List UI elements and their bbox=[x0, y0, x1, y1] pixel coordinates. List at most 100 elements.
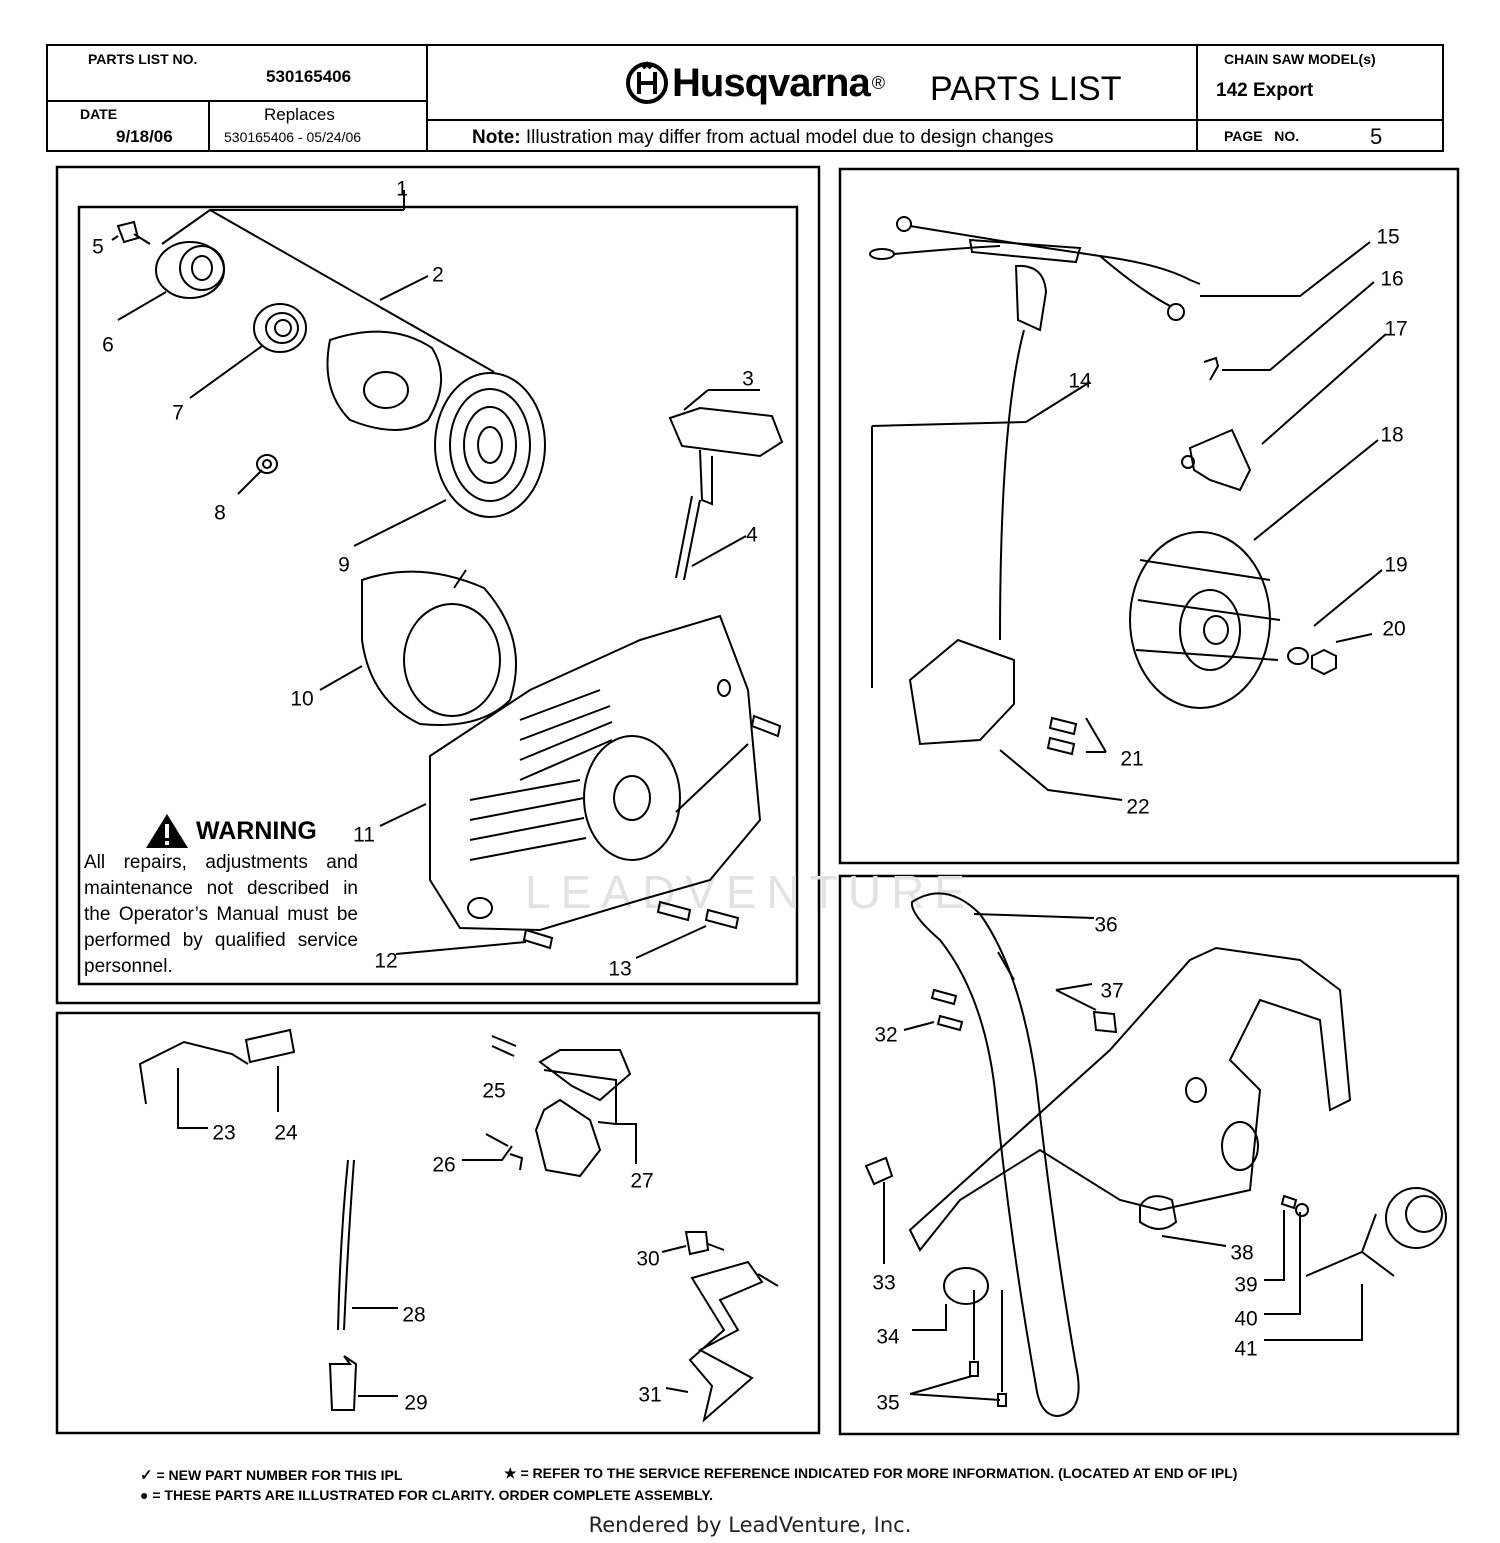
part-14-coil bbox=[908, 264, 1048, 746]
part-32-screws bbox=[930, 988, 964, 1032]
part-30-screw bbox=[684, 1231, 725, 1256]
panel-handle bbox=[838, 874, 1460, 1436]
part-8-washer bbox=[256, 454, 278, 474]
part-9-recoil-spring bbox=[434, 372, 546, 518]
part-17-module bbox=[1181, 428, 1252, 492]
part-11b-screw bbox=[750, 714, 782, 738]
page-number: 5 bbox=[1370, 124, 1383, 149]
callout-8: 8 bbox=[214, 502, 226, 525]
callout-1: 1 bbox=[396, 178, 408, 201]
part-33-buffer bbox=[864, 1156, 894, 1186]
warning-block: WARNING All repairs, adjustments and mai… bbox=[84, 812, 358, 980]
bullet-icon: ● bbox=[140, 1487, 149, 1503]
warning-heading: WARNING bbox=[144, 812, 358, 850]
part-11-starter-housing bbox=[429, 614, 762, 932]
part-38-bumper bbox=[1139, 1195, 1178, 1230]
callout-32: 32 bbox=[874, 1024, 897, 1047]
part-7-spring bbox=[253, 303, 307, 353]
callout-28: 28 bbox=[402, 1304, 425, 1327]
callout-14: 14 bbox=[1068, 370, 1092, 393]
callout-37: 37 bbox=[1100, 980, 1123, 1003]
callout-35: 35 bbox=[876, 1392, 899, 1415]
callout-22: 22 bbox=[1126, 796, 1149, 819]
part-19-washer bbox=[1287, 647, 1309, 665]
part-3-handle bbox=[668, 406, 784, 506]
part-26-clip bbox=[485, 1133, 524, 1171]
callout-33: 33 bbox=[872, 1272, 895, 1295]
panel-ignition bbox=[838, 167, 1460, 865]
replaces-value: 530165406 - 05/24/06 bbox=[224, 129, 362, 145]
callout-5: 5 bbox=[92, 236, 104, 259]
callout-31: 31 bbox=[638, 1384, 661, 1407]
part-18-flywheel bbox=[1129, 531, 1281, 709]
part-41-cap bbox=[1305, 1187, 1447, 1277]
panel-fuel bbox=[55, 1011, 821, 1435]
warning-triangle-icon bbox=[146, 814, 188, 848]
part-23-rod bbox=[138, 1040, 249, 1105]
part-5-screw bbox=[116, 220, 151, 245]
callout-16: 16 bbox=[1380, 268, 1403, 291]
part-12-screw bbox=[522, 928, 554, 950]
callout-40: 40 bbox=[1234, 1308, 1257, 1331]
part-2-cover bbox=[326, 330, 443, 431]
callout-19: 19 bbox=[1384, 554, 1407, 577]
starter-parts bbox=[111, 190, 784, 959]
part-handle-body bbox=[908, 946, 1352, 1252]
callout-27: 27 bbox=[630, 1170, 653, 1193]
note-text: Illustration may differ from actual mode… bbox=[525, 127, 1054, 148]
panel-starter-inner bbox=[77, 205, 799, 986]
callout-38: 38 bbox=[1230, 1242, 1253, 1265]
panel-starter bbox=[55, 165, 821, 1005]
legend-illustrated: ● = THESE PARTS ARE ILLUSTRATED FOR CLAR… bbox=[140, 1487, 714, 1503]
date-label: DATE bbox=[80, 106, 118, 122]
callout-24: 24 bbox=[274, 1122, 298, 1145]
callout-20: 20 bbox=[1382, 618, 1405, 641]
star-icon: ★ bbox=[504, 1465, 517, 1481]
watermark-text: LEADVENTURE bbox=[525, 866, 975, 918]
part-34-mount bbox=[943, 1267, 989, 1305]
callout-9: 9 bbox=[338, 554, 350, 577]
part-13-screws bbox=[656, 900, 740, 930]
warning-text: All repairs, adjustments and maintenance… bbox=[84, 852, 358, 977]
callout-21: 21 bbox=[1120, 748, 1143, 771]
fuel-parts bbox=[138, 1028, 779, 1423]
warning-title: WARNING bbox=[196, 816, 317, 845]
callout-6: 6 bbox=[102, 334, 114, 357]
header-box bbox=[46, 44, 1444, 152]
callout-39: 39 bbox=[1234, 1274, 1257, 1297]
part-10-guide bbox=[361, 570, 517, 726]
brand-logo: Husqvarna ® bbox=[626, 58, 885, 108]
part-25-pin bbox=[491, 1035, 517, 1057]
callout-29: 29 bbox=[404, 1392, 427, 1415]
callout-12: 12 bbox=[374, 950, 397, 973]
part-36-front-handle bbox=[910, 892, 1080, 1418]
callout-18: 18 bbox=[1380, 424, 1403, 447]
callout-11: 11 bbox=[353, 824, 375, 847]
callout-41: 41 bbox=[1234, 1338, 1257, 1361]
callout-15: 15 bbox=[1376, 226, 1399, 249]
part-6-pulley bbox=[155, 241, 225, 299]
part-15-wire bbox=[869, 216, 1201, 321]
callout-7: 7 bbox=[172, 402, 184, 425]
model-value: 142 Export bbox=[1216, 80, 1314, 101]
part-37-damper bbox=[1092, 1010, 1118, 1034]
callout-4: 4 bbox=[746, 524, 758, 547]
part-4-rope bbox=[675, 495, 701, 581]
handle-parts bbox=[864, 892, 1447, 1418]
design-note: Note: Illustration may differ from actua… bbox=[472, 127, 1054, 149]
brand-name: Husqvarna bbox=[672, 60, 871, 105]
callout-2: 2 bbox=[432, 264, 444, 287]
callout-26: 26 bbox=[432, 1154, 455, 1177]
callout-3: 3 bbox=[742, 368, 754, 391]
callout-36: 36 bbox=[1094, 914, 1117, 937]
callout-30: 30 bbox=[636, 1248, 659, 1271]
note-label: Note: bbox=[472, 127, 521, 148]
part-40-nut bbox=[1295, 1203, 1309, 1217]
part-29-filter bbox=[328, 1355, 358, 1411]
parts-list-title: PARTS LIST bbox=[930, 70, 1122, 108]
ignition-parts bbox=[869, 216, 1387, 801]
parts-list-no: 530165406 bbox=[266, 67, 352, 86]
part-28-hose bbox=[337, 1159, 355, 1331]
part-24-sleeve bbox=[244, 1028, 296, 1064]
parts-list-no-label: PARTS LIST NO. bbox=[88, 51, 198, 67]
